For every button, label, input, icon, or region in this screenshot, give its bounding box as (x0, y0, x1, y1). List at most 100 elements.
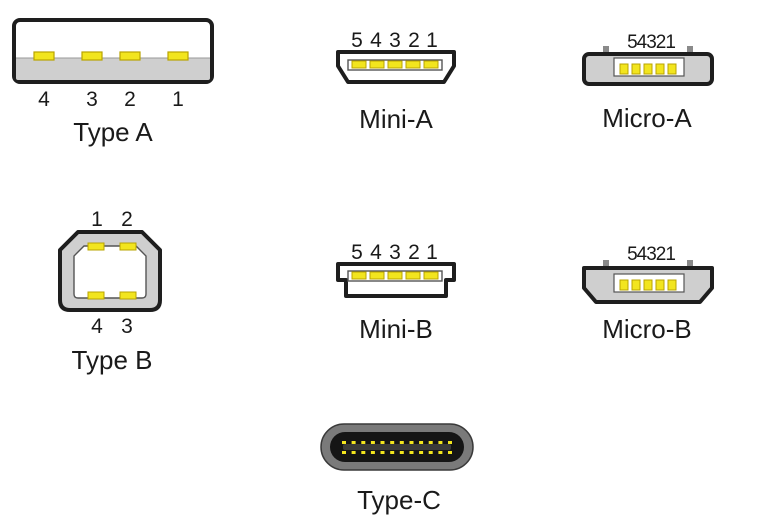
mini-a-connector: 5 4 3 2 1 Mini-A (336, 29, 456, 134)
type-b-pin (119, 242, 137, 251)
type-a-pin (167, 51, 189, 61)
micro-b-latch (603, 260, 609, 266)
mini-b-pins (351, 271, 439, 280)
type-a-pin (119, 51, 141, 61)
micro-b-pin (643, 279, 653, 291)
type-c-connector: Type-C (320, 423, 474, 515)
type-a-pin-label: 4 (38, 88, 50, 111)
type-c-pin (342, 441, 346, 444)
type-a-tongue (16, 58, 210, 80)
micro-b-connector: 54321 Micro-B (582, 244, 714, 344)
micro-a-pin (631, 63, 641, 75)
mini-a-pin-label: 3 (389, 29, 401, 52)
type-c-pin (438, 441, 443, 444)
type-c-pin (399, 451, 404, 454)
type-c-tongue (343, 444, 451, 450)
type-c-pin (380, 441, 385, 444)
micro-b-pins (619, 279, 677, 291)
type-c-pin (419, 451, 424, 454)
micro-a-latch (687, 46, 693, 52)
type-a-pin-label: 3 (86, 88, 98, 111)
mini-a-pin (423, 60, 439, 69)
type-b-pin (87, 291, 105, 300)
type-c-pin (370, 441, 375, 444)
mini-b-pin-label: 5 (351, 241, 363, 264)
type-c-pin (428, 451, 433, 454)
type-c-pin (448, 451, 452, 454)
micro-a-pin (643, 63, 653, 75)
micro-b-pin (631, 279, 641, 291)
type-b-pins (87, 242, 137, 300)
type-c-pin (361, 441, 366, 444)
mini-a-title: Mini-A (359, 104, 433, 134)
mini-a-pin (405, 60, 421, 69)
micro-b-title: Micro-B (602, 314, 692, 344)
type-c-pin (428, 441, 433, 444)
micro-b-pin (655, 279, 665, 291)
micro-a-pin (667, 63, 677, 75)
mini-a-pins (351, 60, 439, 69)
type-c-title: Type-C (357, 485, 441, 515)
mini-b-pin-label: 3 (389, 241, 401, 264)
micro-a-connector: 54321 Micro-A (582, 32, 714, 133)
type-b-pin-label: 2 (121, 208, 133, 231)
type-c-pin (380, 451, 385, 454)
type-c-pin (438, 451, 443, 454)
type-c-pin (351, 451, 356, 454)
micro-a-pin (619, 63, 629, 75)
micro-a-pins (619, 63, 677, 75)
micro-a-title: Micro-A (602, 103, 692, 133)
mini-b-pin (369, 271, 385, 280)
mini-b-pin-label: 1 (426, 241, 438, 264)
micro-a-latch (603, 46, 609, 52)
type-c-pin (448, 441, 452, 444)
type-b-pin-label: 4 (91, 315, 103, 338)
mini-b-pin (423, 271, 439, 280)
type-b-pin-label: 3 (121, 315, 133, 338)
type-c-pin (342, 451, 346, 454)
type-a-pin (33, 51, 55, 61)
type-a-pin-label: 1 (172, 88, 184, 111)
type-b-socket (73, 245, 147, 299)
micro-b-pin (667, 279, 677, 291)
type-c-pin (361, 451, 366, 454)
type-b-title: Type B (72, 345, 153, 375)
type-c-pin (370, 451, 375, 454)
mini-b-connector: 5 4 3 2 1 Mini-B (336, 241, 456, 344)
type-c-pin (419, 441, 424, 444)
mini-a-pin (387, 60, 403, 69)
type-a-connector: 4 3 2 1 Type A (12, 18, 214, 147)
mini-a-pin (369, 60, 385, 69)
mini-b-pin-label: 4 (370, 241, 382, 264)
mini-b-pin-label: 2 (408, 241, 420, 264)
mini-a-pin-label: 2 (408, 29, 420, 52)
mini-a-pin-label: 4 (370, 29, 382, 52)
type-b-pin-label: 1 (91, 208, 103, 231)
micro-b-pin (619, 279, 629, 291)
type-c-pin (390, 451, 395, 454)
type-c-pin (351, 441, 356, 444)
mini-a-pin-label: 5 (351, 29, 363, 52)
mini-a-pin (351, 60, 367, 69)
type-a-pin (81, 51, 103, 61)
type-a-pins (33, 51, 189, 61)
mini-b-pin (405, 271, 421, 280)
mini-b-title: Mini-B (359, 314, 433, 344)
type-a-title: Type A (73, 117, 153, 147)
type-b-connector: 1 2 4 3 Type B (58, 208, 162, 375)
mini-b-pin (351, 271, 367, 280)
type-c-pins (342, 441, 452, 454)
micro-b-latch (687, 260, 693, 266)
type-c-pin (390, 441, 395, 444)
type-c-pin (409, 441, 414, 444)
type-a-pin-label: 2 (124, 88, 136, 111)
micro-a-pin-labels: 54321 (627, 32, 675, 53)
type-b-pin (119, 291, 137, 300)
mini-b-pin (387, 271, 403, 280)
micro-b-pin-labels: 54321 (627, 244, 675, 265)
type-b-pin (87, 242, 105, 251)
mini-a-pin-label: 1 (426, 29, 438, 52)
type-c-pin (409, 451, 414, 454)
type-c-pin (399, 441, 404, 444)
